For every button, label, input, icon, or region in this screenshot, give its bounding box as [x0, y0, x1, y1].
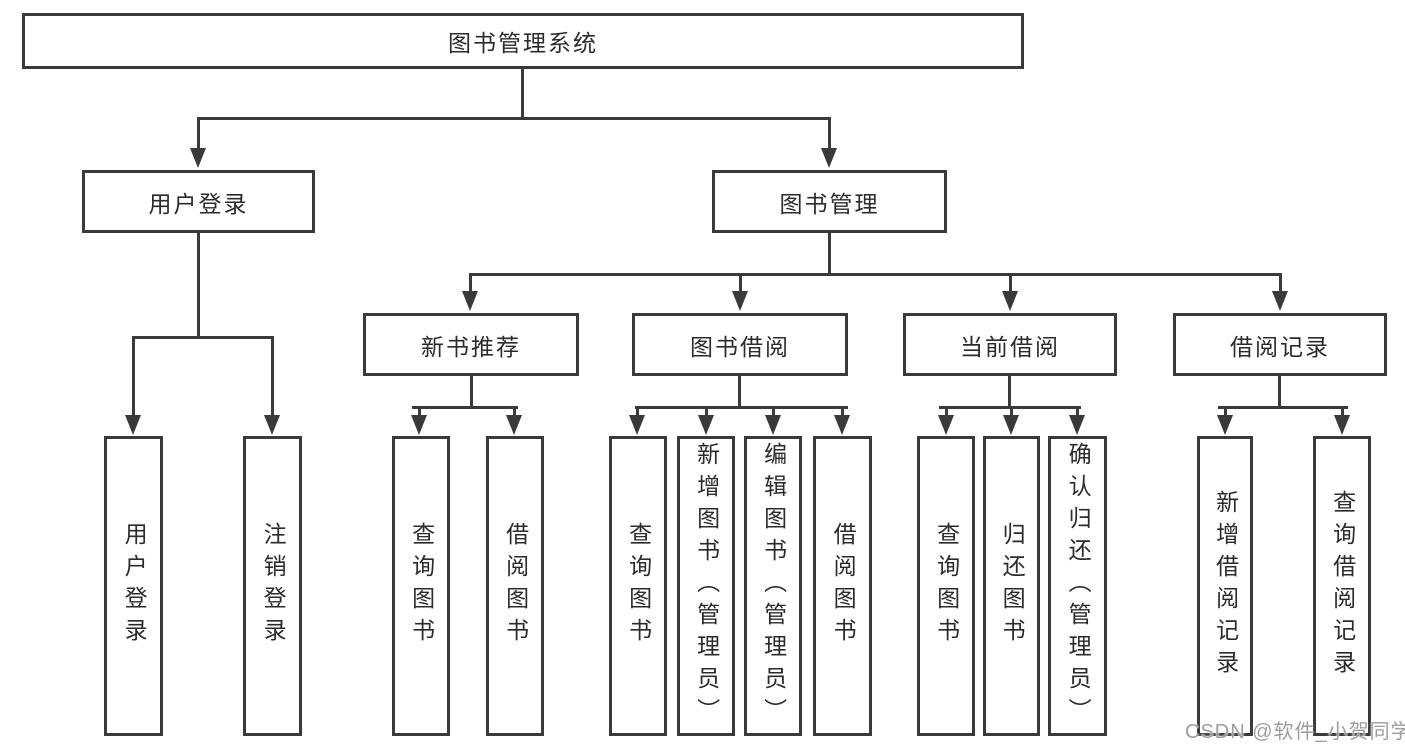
arrowhead-down-icon	[190, 148, 206, 168]
node-current-borrow: 当前借阅	[903, 313, 1117, 376]
connector-vline	[705, 406, 708, 419]
node-label: 当前借阅	[960, 333, 1060, 360]
connector-hline	[1218, 406, 1348, 409]
connector-hline	[132, 336, 274, 339]
node-label: 借阅记录	[1230, 333, 1330, 360]
leaf-query-books-recommend: 查询图书	[392, 436, 450, 736]
arrowhead-down-icon	[821, 148, 837, 168]
leaf-label: 归还图书	[999, 522, 1026, 650]
connector-vline	[841, 406, 844, 419]
arrowhead-down-icon	[506, 415, 522, 435]
arrowhead-down-icon	[1003, 415, 1019, 435]
node-label: 图书管理	[779, 190, 880, 217]
leaf-label: 查询图书	[408, 522, 435, 650]
connector-hline	[412, 406, 518, 409]
node-label: 用户登录	[148, 190, 249, 217]
arrowhead-down-icon	[834, 415, 850, 435]
arrowhead-down-icon	[698, 415, 714, 435]
connector-vline	[1009, 273, 1012, 295]
leaf-borrow-books: 借阅图书	[813, 436, 872, 736]
connector-vline	[1076, 406, 1079, 419]
arrowhead-down-icon	[462, 291, 478, 311]
connector-vline	[738, 376, 741, 408]
csdn-watermark: CSDN @软件_小贺同学	[1185, 721, 1405, 743]
arrowhead-down-icon	[1334, 415, 1350, 435]
connector-vline	[1279, 273, 1282, 295]
arrowhead-down-icon	[1217, 415, 1233, 435]
node-new-book-recommend: 新书推荐	[363, 313, 579, 376]
connector-vline	[521, 69, 524, 119]
arrowhead-down-icon	[1272, 291, 1288, 311]
node-user-login: 用户登录	[82, 170, 315, 233]
leaf-label: 确认归还（管理员）	[1065, 442, 1092, 730]
connector-vline	[636, 406, 639, 419]
leaf-edit-books-admin: 编辑图书（管理员）	[744, 436, 802, 736]
node-book-management: 图书管理	[712, 170, 947, 233]
node-label: 新书推荐	[421, 333, 521, 360]
leaf-confirm-return-admin: 确认归还（管理员）	[1048, 436, 1107, 736]
arrowhead-down-icon	[765, 415, 781, 435]
arrowhead-down-icon	[411, 415, 427, 435]
node-borrow-records: 借阅记录	[1173, 313, 1387, 376]
node-book-borrow: 图书借阅	[632, 313, 848, 376]
arrowhead-down-icon	[1002, 291, 1018, 311]
leaf-label: 新增借阅记录	[1212, 490, 1239, 682]
arrowhead-down-icon	[125, 415, 141, 435]
leaf-label: 借阅图书	[502, 522, 529, 650]
connector-vline	[772, 406, 775, 419]
connector-vline	[132, 336, 135, 418]
connector-vline	[828, 117, 831, 150]
arrowhead-down-icon	[938, 415, 954, 435]
connector-vline	[1224, 406, 1227, 419]
connector-vline	[1341, 406, 1344, 419]
leaf-query-books-borrow: 查询图书	[609, 436, 667, 736]
connector-vline	[739, 273, 742, 295]
leaf-label: 用户登录	[121, 522, 148, 650]
arrowhead-down-icon	[264, 415, 280, 435]
connector-hline	[197, 117, 831, 120]
leaf-label: 新增图书（管理员）	[693, 442, 720, 730]
connector-vline	[828, 233, 831, 275]
leaf-label: 查询借阅记录	[1329, 490, 1356, 682]
arrowhead-down-icon	[629, 415, 645, 435]
connector-vline	[945, 406, 948, 419]
leaf-user-login: 用户登录	[104, 436, 163, 736]
node-label: 图书借阅	[690, 333, 790, 360]
leaf-label: 注销登录	[260, 522, 287, 650]
leaf-return-books: 归还图书	[983, 436, 1040, 736]
leaf-query-borrow-record: 查询借阅记录	[1313, 436, 1371, 736]
leaf-query-books-current: 查询图书	[917, 436, 975, 736]
leaf-label: 编辑图书（管理员）	[760, 442, 787, 730]
connector-vline	[513, 406, 516, 419]
node-label: 图书管理系统	[448, 30, 598, 56]
connector-vline	[1278, 376, 1281, 408]
connector-vline	[197, 117, 200, 150]
connector-hline	[635, 406, 848, 409]
connector-vline	[418, 406, 421, 419]
leaf-borrow-books-recommend: 借阅图书	[486, 436, 544, 736]
leaf-label: 借阅图书	[830, 522, 857, 650]
connector-vline	[469, 273, 472, 295]
arrowhead-down-icon	[732, 291, 748, 311]
leaf-add-borrow-record: 新增借阅记录	[1197, 436, 1253, 736]
connector-vline	[197, 233, 200, 338]
leaf-label: 查询图书	[933, 522, 960, 650]
leaf-logout: 注销登录	[243, 436, 302, 736]
connector-hline	[469, 273, 1282, 276]
connector-vline	[271, 336, 274, 418]
connector-vline	[470, 376, 473, 408]
connector-vline	[1008, 376, 1011, 408]
leaf-add-books-admin: 新增图书（管理员）	[677, 436, 735, 736]
arrowhead-down-icon	[1069, 415, 1085, 435]
node-library-management-system: 图书管理系统	[22, 13, 1024, 69]
leaf-label: 查询图书	[625, 522, 652, 650]
connector-vline	[1010, 406, 1013, 419]
